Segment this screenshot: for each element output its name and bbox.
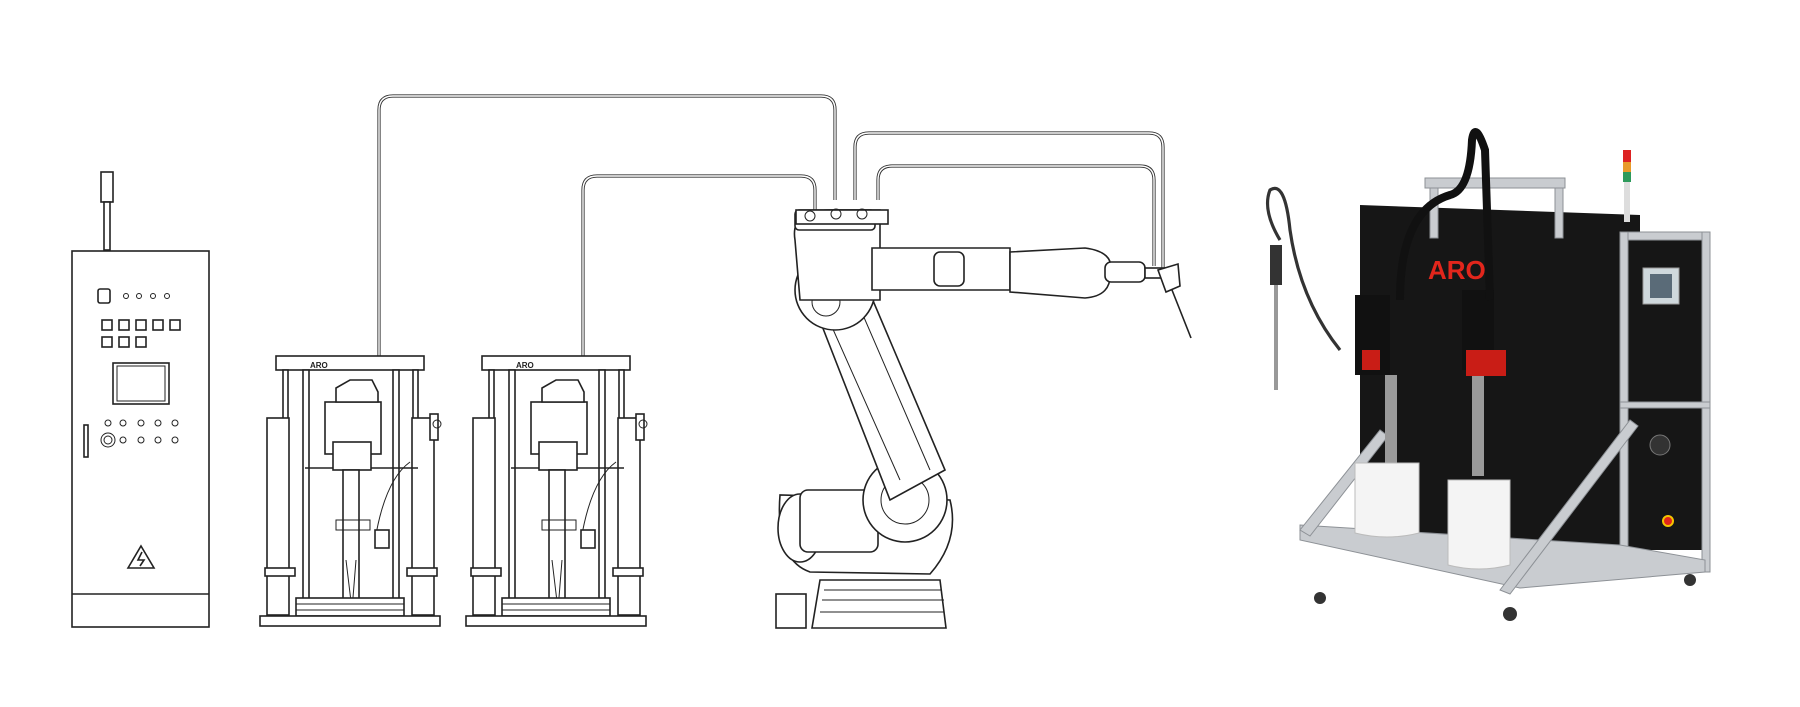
signal-beacon <box>100 171 114 203</box>
stack-light <box>1623 150 1631 162</box>
dispensing-machine: ARO <box>1266 128 1711 621</box>
pump-logo: ARO <box>310 361 328 370</box>
machine-brand-logo: ARO <box>1428 255 1486 285</box>
supply-pump-2 <box>465 355 648 627</box>
button-grid <box>101 319 181 348</box>
supply-pump-1: ARO <box>259 355 442 627</box>
emergency-stop <box>1662 515 1674 527</box>
selector-switch <box>97 288 111 304</box>
hose-lines <box>377 94 1165 360</box>
hmi-screen <box>112 362 170 405</box>
door-handle <box>83 424 89 458</box>
robot-arm <box>775 208 1192 629</box>
control-cabinet <box>71 171 210 628</box>
high-voltage-warning-icon <box>126 544 156 569</box>
